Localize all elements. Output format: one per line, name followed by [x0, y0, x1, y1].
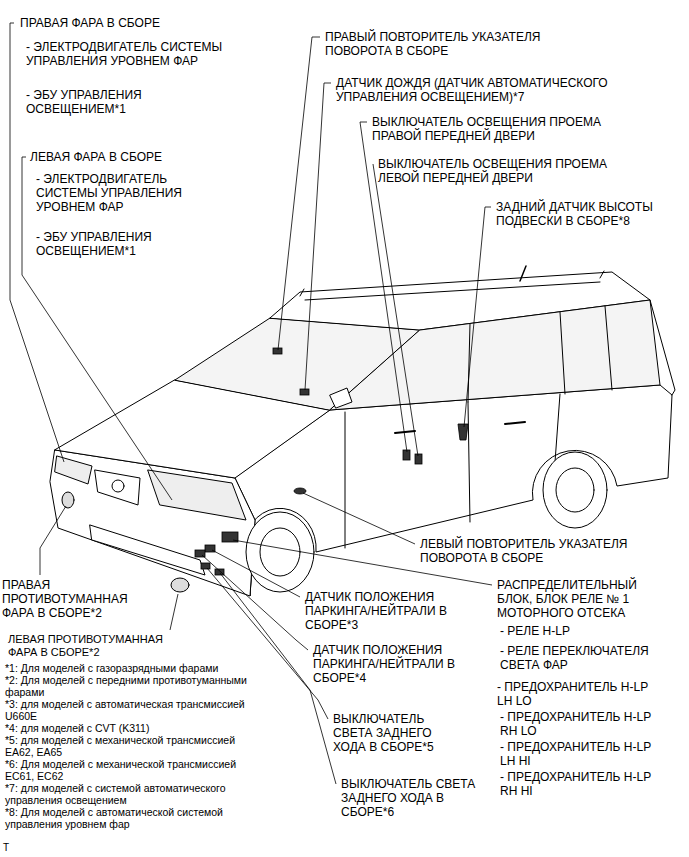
- component-list-item: - РЕЛЕ H-LP: [500, 624, 670, 638]
- figure-id: T: [3, 842, 33, 854]
- part-label: ДАТЧИК ПОЛОЖЕНИЯ ПАРКИНГА/НЕЙТРАЛИ В СБО…: [305, 590, 470, 632]
- component-list-item: - ПРЕДОХРАНИТЕЛЬ H-LP RH LO: [500, 710, 665, 738]
- component-list-item: - РЕЛЕ ПЕРЕКЛЮЧАТЕЛЯ СВЕТА ФАР: [500, 644, 670, 672]
- part-label: РАСПРЕДЕЛИТЕЛЬНЫЙ БЛОК, БЛОК РЕЛЕ № 1 МО…: [497, 578, 672, 620]
- part-label: ВЫКЛЮЧАТЕЛЬ СВЕТА ЗАДНЕГО ХОДА В СБОРЕ*5: [333, 712, 458, 754]
- footnote-list: *1: Для моделей с газоразрядными фарами*…: [5, 662, 260, 830]
- part-label: ДАТЧИК ДОЖДЯ (ДАТЧИК АВТОМАТИЧЕСКОГО УПР…: [336, 76, 636, 104]
- part-label: ПРАВЫЙ ПОВТОРИТЕЛЬ УКАЗАТЕЛЯ ПОВОРОТА В …: [325, 30, 565, 58]
- footnote: *7: для моделей с системой автоматическо…: [5, 782, 260, 806]
- part-label: ДАТЧИК ПОЛОЖЕНИЯ ПАРКИНГА/НЕЙТРАЛИ В СБО…: [313, 643, 478, 685]
- component-list-item: - ПРЕДОХРАНИТЕЛЬ H-LP LH LO: [497, 680, 662, 708]
- component-list-item: - ПРЕДОХРАНИТЕЛЬ H-LP LH HI: [500, 740, 665, 768]
- component-list-item: - ЭБУ УПРАВЛЕНИЯ ОСВЕЩЕНИЕМ*1: [36, 230, 186, 258]
- part-label: ВЫКЛЮЧАТЕЛЬ ОСВЕЩЕНИЯ ПРОЕМА ПРАВОЙ ПЕРЕ…: [372, 115, 632, 143]
- footnote: *4: для моделей с CVT (K311): [5, 722, 260, 734]
- part-label: ЛЕВЫЙ ПОВТОРИТЕЛЬ УКАЗАТЕЛЯ ПОВОРОТА В С…: [420, 537, 660, 565]
- component-list-item: - ПРЕДОХРАНИТЕЛЬ H-LP RH HI: [500, 770, 665, 798]
- component-list-item: - ЭЛЕКТРОДВИГАТЕЛЬ СИСТЕМЫ УПРАВЛЕНИЯ УР…: [36, 172, 196, 214]
- part-label: ВЫКЛЮЧАТЕЛЬ СВЕТА ЗАДНЕГО ХОДА В СБОРЕ*6: [341, 777, 491, 819]
- part-label: ПРАВАЯ ПРОТИВОТУМАННАЯ ФАРА В СБОРЕ*2: [2, 578, 127, 620]
- part-label: ВЫКЛЮЧАТЕЛЬ ОСВЕЩЕНИЯ ПРОЕМА ЛЕВОЙ ПЕРЕД…: [378, 157, 638, 185]
- footnote: *5: для моделей с механической трансмисс…: [5, 734, 260, 758]
- footnote: *2: Для моделей с передними противотуман…: [5, 674, 260, 698]
- component-list-item: - ЭЛЕКТРОДВИГАТЕЛЬ СИСТЕМЫ УПРАВЛЕНИЯ УР…: [26, 40, 251, 68]
- footnote: *6: Для моделей с механической трансмисс…: [5, 758, 260, 782]
- part-label: ЗАДНИЙ ДАТЧИК ВЫСОТЫ ПОДВЕСКИ В СБОРЕ*8: [496, 200, 681, 228]
- footnote: *1: Для моделей с газоразрядными фарами: [5, 662, 260, 674]
- component-list-item: - ЭБУ УПРАВЛЕНИЯ ОСВЕЩЕНИЕМ*1: [26, 88, 176, 116]
- footnote: *8: Для моделей с автоматической системо…: [5, 806, 260, 830]
- part-label: ПРАВАЯ ФАРА В СБОРЕ: [20, 16, 270, 30]
- part-label: ЛЕВАЯ ПРОТИВОТУМАННАЯ ФАРА В СБОРЕ*2: [8, 633, 183, 659]
- part-label: ЛЕВАЯ ФАРА В СБОРЕ: [30, 150, 230, 164]
- footnote: *3: для моделей с автоматическая трансми…: [5, 698, 260, 722]
